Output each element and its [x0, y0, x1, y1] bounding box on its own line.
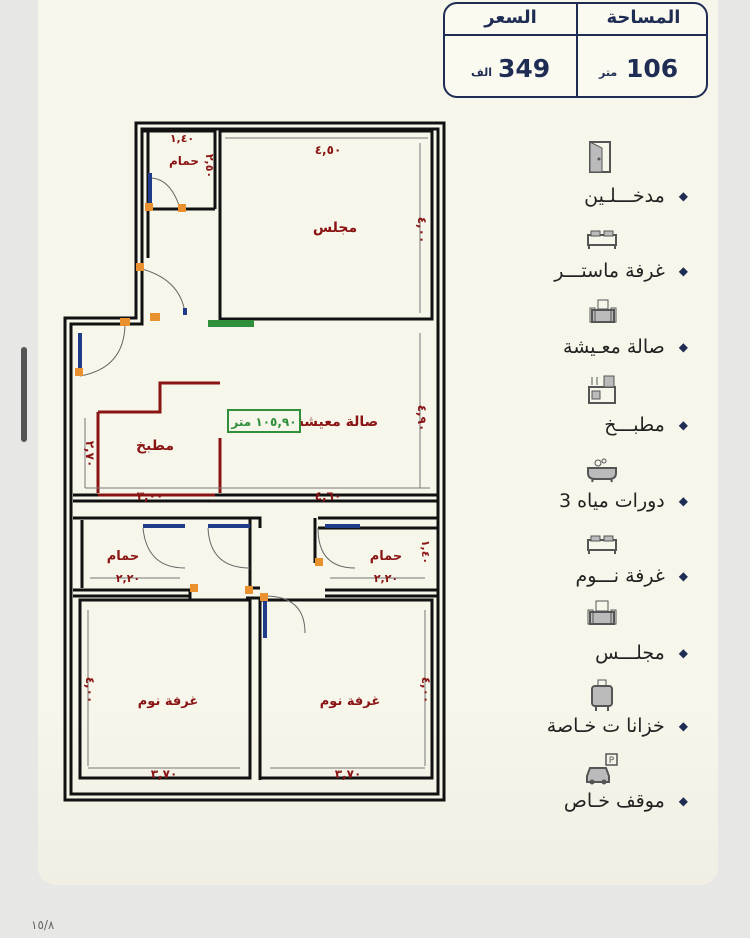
label-majlis: مجلس: [313, 220, 357, 236]
door-leaves: [78, 173, 360, 638]
bullet-icon: ◆: [678, 569, 688, 583]
bathtub-icon: [587, 458, 617, 483]
feature-item-7: خزانا ت خـاصة ◆: [547, 711, 688, 741]
feature-label-2: صالة معـيشة: [563, 336, 665, 358]
armchair-icon: [587, 600, 617, 625]
feature-label-6: مجلـــس: [595, 642, 665, 664]
dim-bath-right-height: ١,٤٠: [419, 540, 432, 564]
bullet-icon: ◆: [678, 494, 688, 508]
feature-label-7: خزانا ت خـاصة: [546, 715, 665, 737]
bullet-icon: ◆: [678, 264, 688, 278]
label-bedroom-left: غرفة نوم: [138, 694, 198, 709]
feature-item-5: غرفة نـــوم ◆: [575, 561, 688, 591]
label-bath-left: حمام: [107, 549, 140, 564]
bullet-icon: ◆: [678, 418, 688, 432]
walls: [63, 121, 446, 802]
price-header: السعر: [484, 7, 537, 28]
price-unit: الف: [471, 66, 493, 79]
label-living-room: صالة معيشة: [296, 414, 378, 430]
bed-icon: [587, 535, 617, 554]
dim-majlis-width: ٤,٥٠: [315, 143, 342, 157]
bullet-icon: ◆: [678, 719, 688, 733]
feature-item-2: صالة معـيشة ◆: [563, 332, 688, 362]
water-tank-icon: [591, 679, 613, 711]
area-value: 106: [626, 54, 679, 83]
parking-car-icon: P: [586, 753, 618, 785]
svg-text:P: P: [609, 756, 615, 766]
page-number: ١٥/٨: [31, 918, 55, 932]
dim-bath-left-width: ٢,٢٠: [116, 572, 140, 585]
entrance-marker: [208, 320, 254, 327]
living-area-badge-text: ١٠٥,٩٠ متر: [230, 415, 296, 429]
dim-bath-top-width: ١,٤٠: [170, 132, 194, 145]
bullet-icon: ◆: [678, 794, 688, 808]
dimension-lines: [84, 137, 430, 769]
dim-living-width: ٤,٦٠: [315, 489, 342, 503]
door-icon: [589, 141, 611, 173]
dim-bed-left-height: ٤,٠٠: [83, 677, 97, 704]
area-header: المساحة: [606, 7, 681, 28]
price-value: 349: [498, 54, 551, 83]
feature-item-6: مجلـــس ◆: [595, 638, 688, 668]
feature-label-1: غرفة ماستـــر: [554, 260, 665, 282]
feature-item-8: موقف خـاص ◆: [564, 786, 688, 816]
dim-living-height: ٤,٩٠: [415, 405, 429, 432]
dim-bed-right-width: ٣,٧٠: [335, 767, 362, 781]
dim-bath-right-width: ٢,٢٠: [374, 572, 398, 585]
dim-majlis-height: ٤,٠٠: [415, 217, 429, 244]
bullet-icon: ◆: [678, 646, 688, 660]
feature-item-3: مطبـــخ ◆: [604, 410, 688, 440]
feature-label-5: غرفة نـــوم: [575, 565, 665, 587]
feature-item-1: غرفة ماستـــر ◆: [554, 256, 688, 286]
feature-item-4: 3 دورات مياه ◆: [559, 486, 688, 516]
label-bath-right: حمام: [370, 549, 403, 564]
feature-label-3: مطبـــخ: [604, 414, 665, 436]
box-divider-horizontal: [445, 34, 706, 36]
door-hinges: [75, 203, 323, 601]
dim-bed-right-height: ٤,٠٠: [419, 677, 433, 704]
label-kitchen: مطبخ: [136, 438, 174, 454]
dim-kitchen-height: ٢,٧٠: [83, 441, 97, 468]
feature-label-8: موقف خـاص: [563, 790, 665, 812]
dim-bath-top-height: ٢,٥٠: [203, 154, 216, 178]
area-price-box: المساحة السعر 106 متر 349 الف: [443, 2, 708, 98]
feature-item-0: مدخـــلـين ◆: [584, 181, 688, 211]
scroll-handle[interactable]: [21, 347, 27, 442]
label-bedroom-right: غرفة نوم: [320, 694, 380, 709]
bed-icon: [587, 230, 617, 249]
armchair-icon: [589, 299, 617, 323]
dim-kitchen-width: ٣,٠٠: [137, 489, 164, 503]
feature-label-0: مدخـــلـين: [584, 185, 665, 207]
label-bath-top: حمام: [169, 154, 199, 169]
box-divider-vertical: [576, 4, 578, 96]
kitchen-icon: [588, 375, 616, 404]
bullet-icon: ◆: [678, 340, 688, 354]
bullet-icon: ◆: [678, 189, 688, 203]
feature-label-4: 3 دورات مياه: [558, 490, 665, 512]
living-area-badge: [227, 409, 301, 433]
area-unit: متر: [599, 66, 618, 79]
floor-plan: مجلس حمام صالة معيشة ١٠٥,٩٠ متر مطبخ حما…: [63, 121, 446, 802]
dim-bed-left-width: ٣,٧٠: [151, 767, 178, 781]
